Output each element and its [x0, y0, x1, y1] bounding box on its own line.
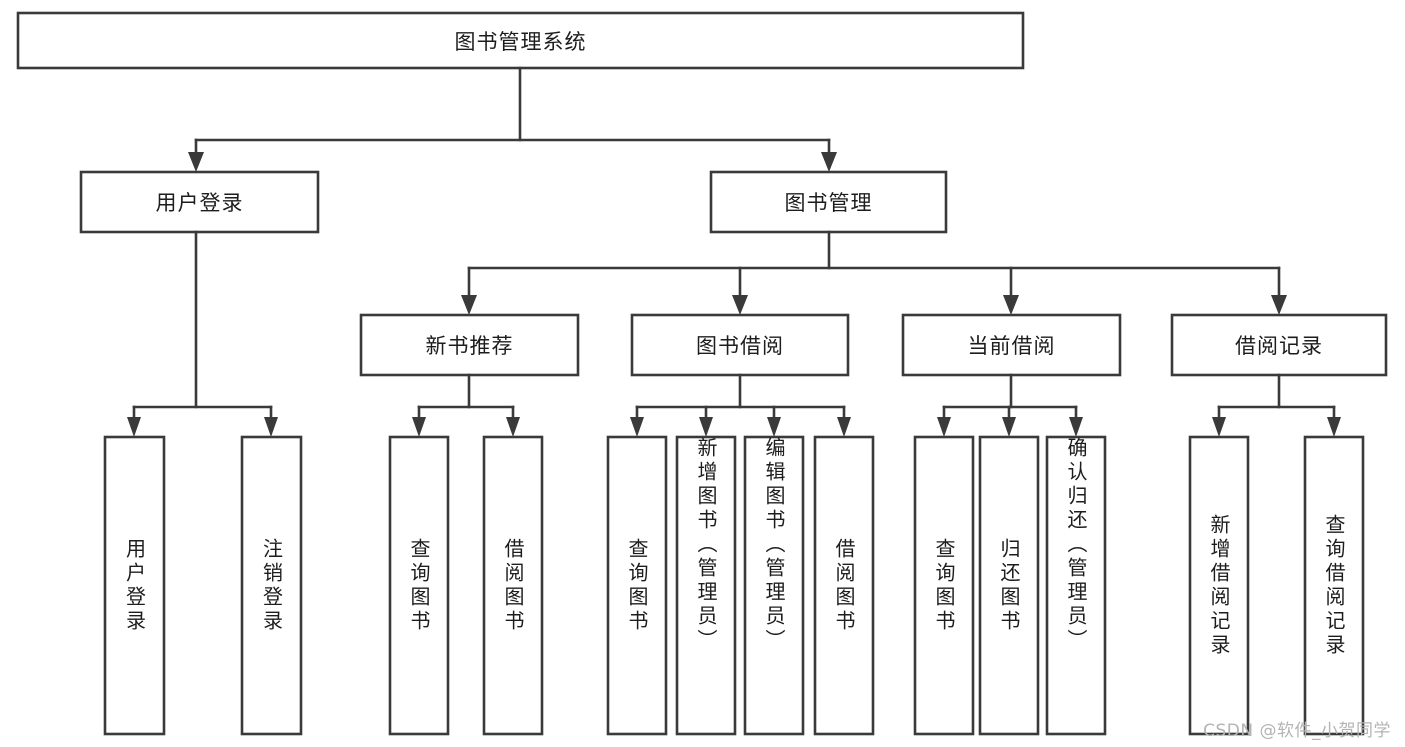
- arrow-to-current-borrow-icon: [1003, 295, 1019, 315]
- arrow-leaf-query-record-icon: [1327, 417, 1341, 437]
- arrow-leaf-query-book-3-icon: [937, 417, 951, 437]
- node-book-borrow-box[interactable]: [630, 313, 850, 377]
- arrow-to-user-login-icon: [188, 152, 204, 172]
- node-leaf-query-book-3-box[interactable]: [913, 435, 975, 736]
- node-leaf-borrow-book-2-box[interactable]: [813, 435, 875, 736]
- arrow-leaf-user-login-icon: [127, 417, 141, 437]
- node-leaf-return-book-box[interactable]: [978, 435, 1040, 736]
- node-leaf-query-book-1-box[interactable]: [388, 435, 450, 736]
- arrow-leaf-edit-book-icon: [767, 417, 781, 437]
- arrow-leaf-query-book-2-icon: [630, 417, 644, 437]
- arrow-to-borrow-record-icon: [1271, 295, 1287, 315]
- node-current-borrow-box[interactable]: [901, 313, 1122, 377]
- node-book-manage-box[interactable]: [709, 170, 948, 234]
- node-new-book-rec-box[interactable]: [359, 313, 580, 377]
- node-leaf-add-book-box[interactable]: [675, 435, 737, 736]
- arrow-leaf-confirm-return-icon: [1069, 417, 1083, 437]
- node-leaf-query-book-2-box[interactable]: [606, 435, 668, 736]
- node-root-box[interactable]: [16, 11, 1025, 70]
- arrow-to-book-borrow-icon: [732, 295, 748, 315]
- arrow-leaf-borrow-book-1-icon: [506, 417, 520, 437]
- node-leaf-logout-box[interactable]: [240, 435, 303, 736]
- node-leaf-borrow-book-1-box[interactable]: [482, 435, 544, 736]
- node-leaf-edit-book-box[interactable]: [743, 435, 805, 736]
- node-leaf-confirm-return-box[interactable]: [1045, 435, 1107, 736]
- arrow-leaf-borrow-book-2-icon: [837, 417, 851, 437]
- node-borrow-record-box[interactable]: [1170, 313, 1388, 377]
- node-leaf-query-record-box[interactable]: [1303, 435, 1365, 736]
- arrow-leaf-add-book-icon: [699, 417, 713, 437]
- arrow-leaf-return-book-icon: [1002, 417, 1016, 437]
- node-leaf-user-login-box[interactable]: [103, 435, 166, 736]
- arrow-to-new-book-rec-icon: [461, 295, 477, 315]
- arrow-leaf-logout-icon: [264, 417, 278, 437]
- arrow-to-book-manage-icon: [821, 152, 837, 172]
- node-user-login-box[interactable]: [79, 170, 320, 234]
- arrow-leaf-add-record-icon: [1212, 417, 1226, 437]
- arrow-leaf-query-book-1-icon: [412, 417, 426, 437]
- node-leaf-add-record-box[interactable]: [1188, 435, 1250, 736]
